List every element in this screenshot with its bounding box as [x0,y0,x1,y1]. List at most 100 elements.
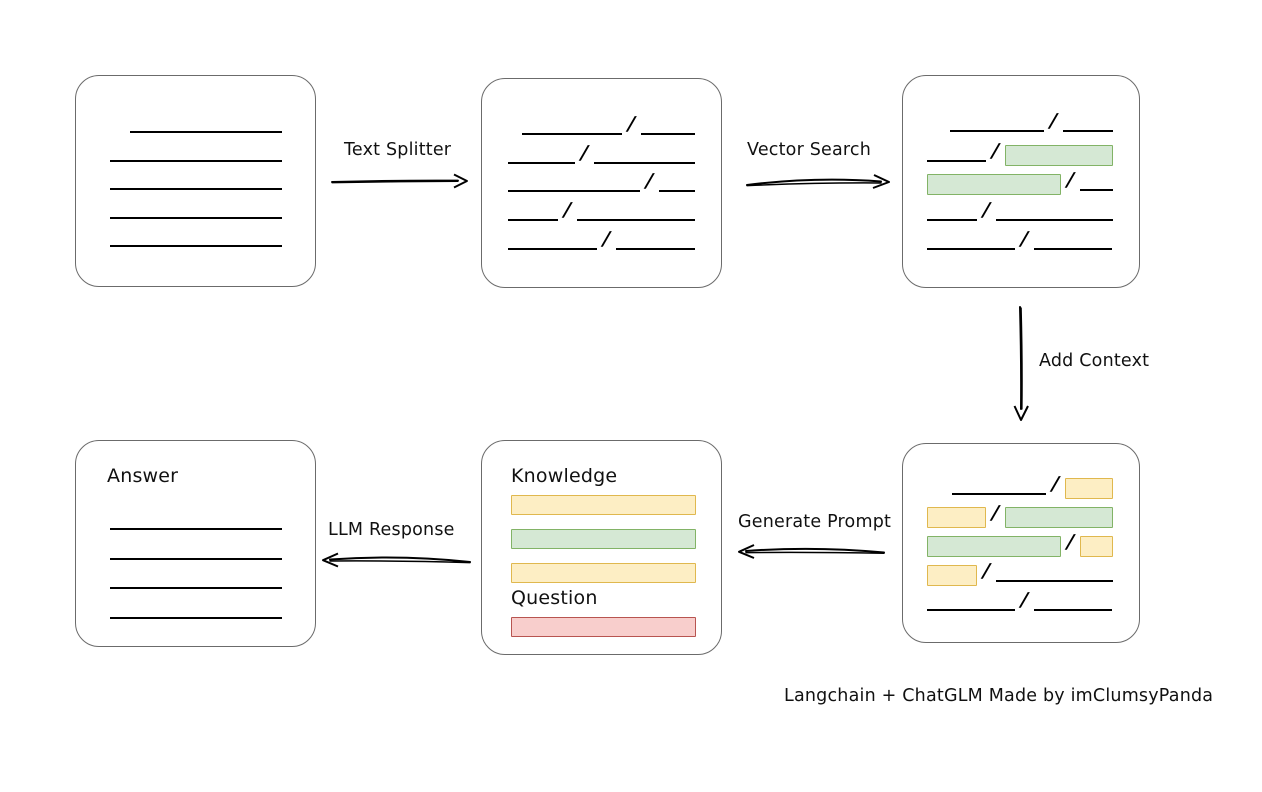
matched-chunks-card: / / / / / [902,75,1140,288]
vector-search-arrow-group: Vector Search [745,140,893,190]
chunk-separator: / [1065,169,1075,192]
chunk-line: / [508,197,695,226]
source-document-lines [76,76,315,286]
text-rule [110,557,282,560]
chunk-line: / [927,137,1113,166]
context-chunk-yellow [927,564,977,586]
chunk-separator: / [1051,472,1060,495]
chunk-line: / [927,529,1113,558]
document-line [110,167,282,195]
context-chunk-yellow [1065,477,1113,499]
footer-credit: Langchain + ChatGLM Made by imClumsyPand… [784,686,1214,706]
retrieved-chunk-green [927,535,1061,557]
add-context-arrow-group: Add Context [1010,305,1170,425]
text-rule [995,218,1113,221]
answer-card: Answer [75,440,316,647]
arrow-right-icon [331,173,468,189]
prompt-card: Knowledge Question [481,440,722,655]
chunk-separator: / [991,139,1000,162]
text-rule [641,132,695,135]
answer-heading: Answer [107,465,179,487]
knowledge-bar-yellow [511,495,696,515]
chunk-separator: / [627,112,636,135]
question-bar-red [511,617,696,637]
chunk-separator: / [982,198,991,221]
text-rule [927,159,986,162]
arrow-right-icon [746,174,890,189]
chunk-separator: / [1020,588,1029,611]
chunk-line: / [508,140,695,169]
answer-line [110,565,282,595]
arrow-down-icon [1013,306,1029,421]
retrieved-chunk-green [1004,506,1113,528]
source-document-card [75,75,316,287]
text-rule [927,218,977,221]
context-chunk-yellow [1079,535,1113,557]
document-line [110,110,282,138]
document-line [110,195,282,223]
chunk-line: / [508,111,695,140]
chunk-line: / [927,471,1113,500]
vector-search-label: Vector Search [747,140,872,160]
text-rule [508,190,640,193]
text-rule [508,161,576,164]
knowledge-bar-yellow [511,563,696,583]
context-chunks-card: / / / / / [902,443,1140,643]
text-rule [130,131,282,134]
text-rule [1079,189,1113,192]
document-line [110,224,282,252]
text-rule [110,617,282,619]
text-rule [927,248,1015,251]
chunk-separator: / [1020,228,1029,251]
chunk-separator: / [602,227,611,250]
context-chunk-yellow [927,506,986,528]
knowledge-label: Knowledge [511,465,618,487]
split-chunks-lines: / / / / / [482,79,721,287]
chunk-line: / [927,500,1113,529]
text-rule [508,219,559,222]
text-rule [615,247,695,250]
chunk-separator: / [580,141,589,164]
chunk-separator: / [1065,530,1075,553]
retrieved-chunk-green [927,174,1061,196]
llm-response-label: LLM Response [328,520,455,540]
text-rule [1033,248,1112,251]
chunk-line: / [927,108,1113,137]
answer-line [110,535,282,565]
context-chunks-lines: / / / / / [903,444,1139,642]
chunk-line: / [508,226,695,255]
chunk-line: / [927,558,1113,587]
text-rule [594,161,695,164]
chunk-separator: / [645,170,654,193]
text-splitter-arrow-group: Text Splitter [330,140,470,190]
answer-line [110,505,282,535]
chunk-line: / [927,167,1113,196]
text-rule [110,188,282,191]
document-line [110,138,282,166]
text-rule [577,219,695,222]
split-chunks-card: / / / / / [481,78,722,288]
text-rule [508,247,597,250]
question-bars [511,617,696,637]
chunk-line: / [927,196,1113,225]
chunk-line: / [508,169,695,198]
text-rule [110,245,282,248]
text-rule [995,579,1113,582]
text-rule [950,130,1045,133]
text-rule [952,492,1047,495]
generate-prompt-arrow-group: Generate Prompt [738,512,891,562]
arrow-left-icon [322,552,471,568]
text-rule [1033,608,1112,611]
add-context-label: Add Context [1039,351,1150,371]
chunk-line: / [927,587,1113,616]
text-rule [522,132,623,135]
text-rule [927,608,1015,611]
knowledge-bars [511,495,696,583]
question-label: Question [511,587,598,609]
chunk-separator: / [991,501,1000,524]
llm-response-arrow-group: LLM Response [320,520,472,570]
text-rule [110,159,282,162]
text-splitter-label: Text Splitter [344,140,452,160]
chunk-separator: / [982,559,991,582]
knowledge-bar-green [511,529,696,549]
